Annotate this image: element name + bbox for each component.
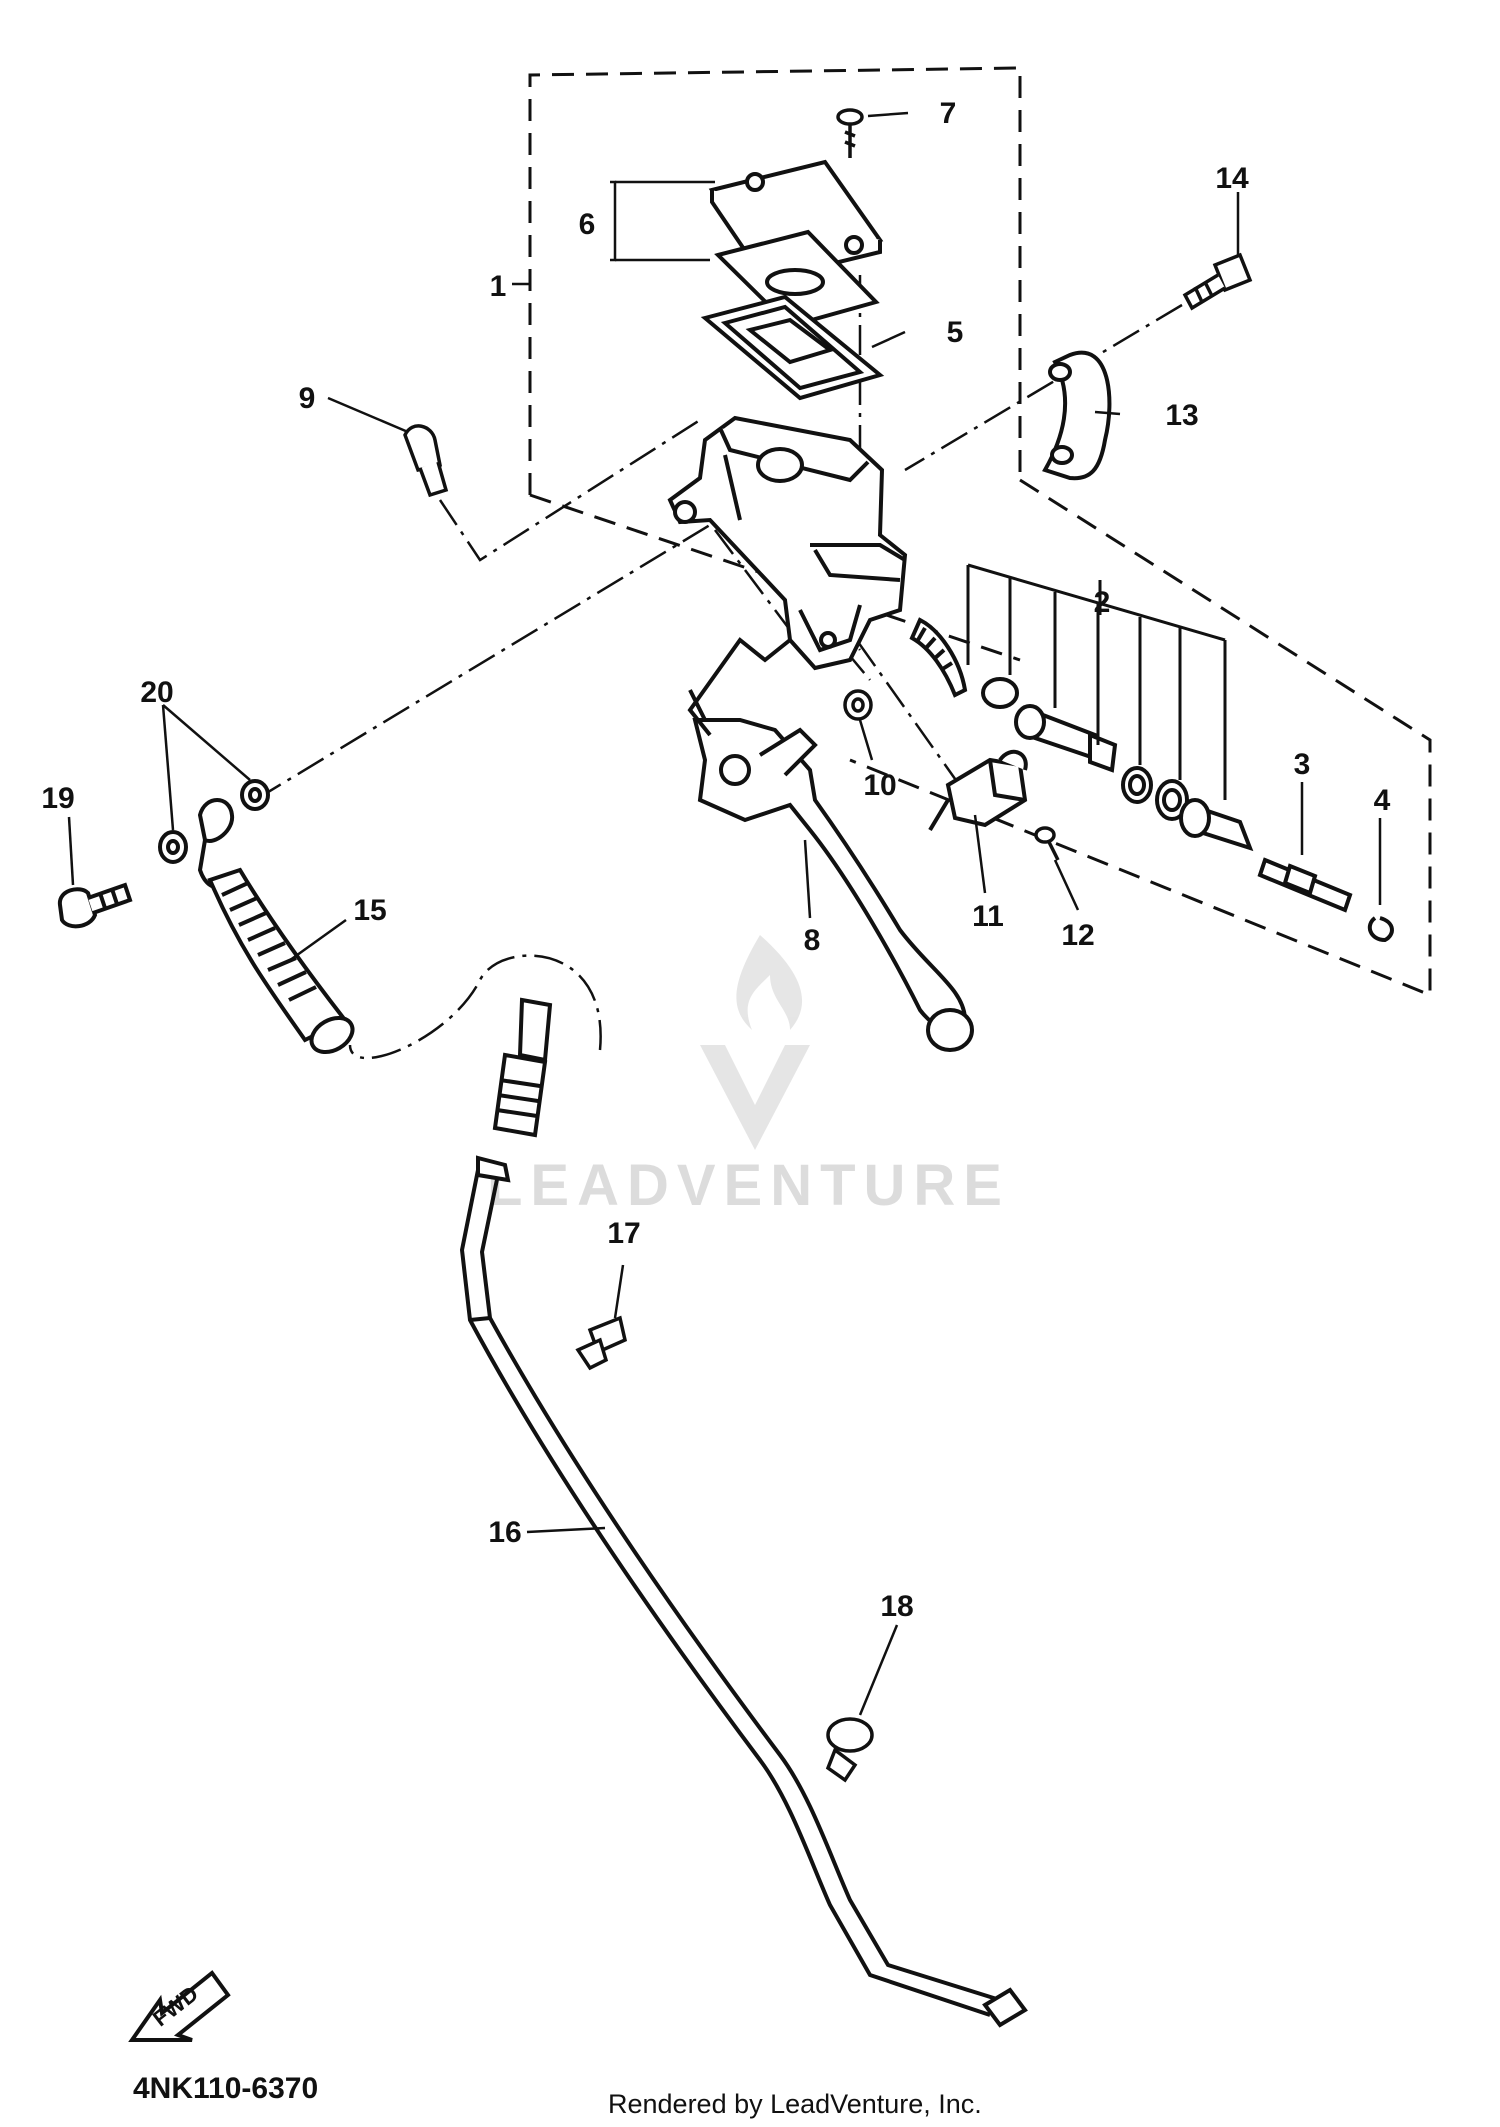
leader-lines [67, 111, 1382, 1716]
callout-3: 3 [1294, 748, 1311, 781]
callout-17: 17 [607, 1217, 640, 1250]
callout-12: 12 [1061, 919, 1094, 952]
pivot-nut [843, 689, 873, 721]
callout-4: 4 [1374, 784, 1391, 817]
piston-kit-leaders [966, 563, 1227, 800]
callout-16: 16 [488, 1516, 521, 1549]
pipe-clip-upper [575, 1315, 628, 1371]
push-rod [1257, 857, 1353, 913]
rendered-by-credit: Rendered by LeadVenture, Inc. [608, 2089, 982, 2119]
union-bolt [57, 882, 133, 929]
callout-18: 18 [880, 1590, 913, 1623]
callout-7: 7 [940, 97, 957, 130]
clutch-switch [928, 749, 1028, 832]
watermark: LEADVENTURE [487, 935, 1010, 1218]
clutch-pipe [459, 1155, 1028, 2028]
piston-kit [909, 617, 1254, 852]
pipe-clip-lower [825, 1717, 874, 1783]
diaphragm-plate [714, 229, 880, 329]
master-cylinder-body [667, 415, 908, 671]
callout-labels: 1 2 3 4 5 6 7 8 9 10 11 12 13 14 15 16 1… [41, 97, 1390, 1623]
hose-fitting [492, 997, 553, 1138]
handlebar-clamp [1042, 350, 1112, 481]
fwd-arrow-icon: FWD [128, 1970, 231, 2042]
callout-1: 1 [490, 270, 507, 303]
diaphragm [700, 294, 885, 401]
circlip [1367, 916, 1394, 943]
alignment-lines [254, 275, 1183, 1060]
copper-washers [158, 779, 270, 864]
cap-screw [836, 108, 864, 158]
lever-bracket [687, 637, 792, 737]
clutch-lever [688, 689, 974, 1052]
watermark-text: LEADVENTURE [487, 1153, 1010, 1218]
callout-2: 2 [1094, 586, 1111, 619]
callout-5: 5 [947, 316, 964, 349]
callout-10: 10 [863, 769, 896, 802]
callout-11: 11 [972, 900, 1004, 933]
callout-9: 9 [299, 382, 316, 415]
clamp-bolt [1182, 252, 1253, 311]
clutch-hose [197, 798, 355, 1055]
callout-14: 14 [1215, 162, 1249, 195]
callout-19: 19 [41, 782, 74, 815]
callout-13: 13 [1165, 399, 1198, 432]
callout-8: 8 [804, 924, 821, 957]
bleed-screw [403, 424, 449, 498]
diagram-code: 4NK110-6370 [133, 2072, 318, 2105]
callout-20: 20 [140, 676, 173, 709]
switch-screw [1034, 826, 1060, 861]
callout-6: 6 [579, 208, 596, 241]
callout-15: 15 [353, 894, 386, 927]
